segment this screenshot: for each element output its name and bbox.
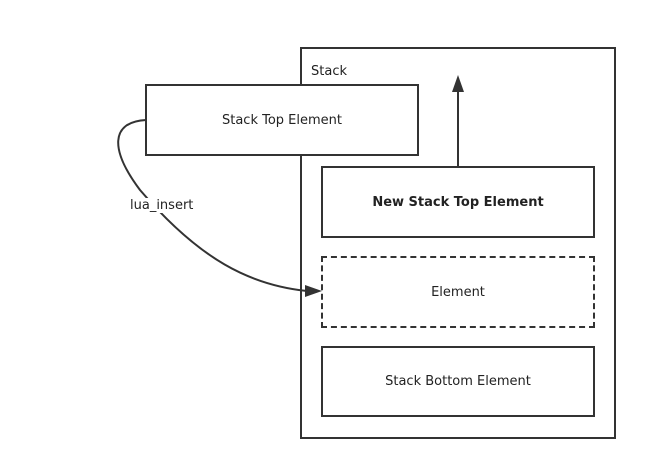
stack-bottom-element-box: Stack Bottom Element bbox=[321, 346, 595, 417]
element-box: Element bbox=[321, 256, 595, 328]
element-label: Element bbox=[431, 284, 485, 300]
new-stack-top-element-box: New Stack Top Element bbox=[321, 166, 595, 238]
stack-title: Stack bbox=[311, 64, 347, 79]
stack-top-element-label: Stack Top Element bbox=[221, 112, 342, 128]
lua-insert-label: lua_insert bbox=[126, 198, 198, 213]
stack-bottom-element-label: Stack Bottom Element bbox=[385, 374, 531, 389]
stack-top-element-box: Stack Top Element bbox=[145, 84, 419, 156]
new-stack-top-element-label: New Stack Top Element bbox=[372, 194, 544, 210]
